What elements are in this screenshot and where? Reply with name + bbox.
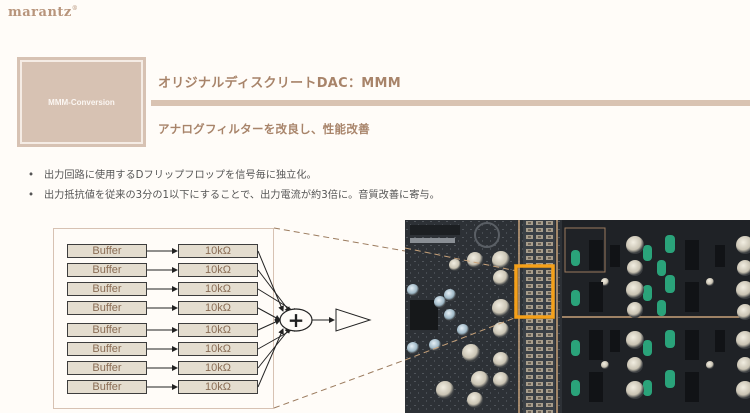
buffer-block: Buffer bbox=[67, 263, 147, 277]
resistor-block: 10kΩ bbox=[178, 263, 258, 277]
resistor-block: 10kΩ bbox=[178, 282, 258, 296]
bullet-text: 出力回路に使用するDフリップフロップを信号毎に独立化。 bbox=[44, 170, 317, 181]
zoom-line-bottom bbox=[273, 359, 406, 409]
section-label-box: MMM-Conversion bbox=[17, 57, 146, 147]
buffer-block: Buffer bbox=[67, 282, 147, 296]
slide-subtitle: アナログフィルターを改良し、性能改善 bbox=[158, 122, 370, 136]
pcb-image bbox=[405, 220, 750, 413]
logo-registered-mark: ® bbox=[71, 5, 79, 12]
buffer-block: Buffer bbox=[67, 342, 147, 356]
highlight-box bbox=[514, 264, 555, 319]
resistor-block: 10kΩ bbox=[178, 342, 258, 356]
buffer-block: Buffer bbox=[67, 301, 147, 315]
zoom-line-top bbox=[273, 227, 406, 252]
bullet-item: • 出力抵抗値を従来の3分の1以下にすることで、出力電流が約3倍に。音質改善に寄… bbox=[28, 186, 440, 206]
marantz-logo: marantz® bbox=[8, 5, 78, 20]
title-divider bbox=[151, 100, 750, 106]
bullet-item: • 出力回路に使用するDフリップフロップを信号毎に独立化。 bbox=[28, 166, 440, 186]
summer-plus-icon: + bbox=[288, 308, 305, 332]
buffer-block: Buffer bbox=[67, 361, 147, 375]
buffer-block: Buffer bbox=[67, 323, 147, 337]
bullet-text: 出力抵抗値を従来の3分の1以下にすることで、出力電流が約3倍に。音質改善に寄与。 bbox=[44, 190, 440, 201]
amplifier-triangle-icon bbox=[335, 308, 372, 332]
circuit-diagram-frame bbox=[53, 228, 274, 409]
slide-title: オリジナルディスクリートDAC：MMM bbox=[158, 76, 401, 91]
bullet-list: • 出力回路に使用するDフリップフロップを信号毎に独立化。 • 出力抵抗値を従来… bbox=[28, 166, 440, 206]
bullet-marker: • bbox=[28, 190, 35, 201]
circuit-board-photo bbox=[405, 220, 750, 413]
buffer-block: Buffer bbox=[67, 244, 147, 258]
bullet-marker: • bbox=[28, 170, 35, 181]
resistor-block: 10kΩ bbox=[178, 361, 258, 375]
resistor-block: 10kΩ bbox=[178, 380, 258, 394]
resistor-block: 10kΩ bbox=[178, 301, 258, 315]
resistor-block: 10kΩ bbox=[178, 244, 258, 258]
buffer-block: Buffer bbox=[67, 380, 147, 394]
logo-text: marantz bbox=[8, 5, 72, 20]
section-label: MMM-Conversion bbox=[20, 60, 143, 144]
summing-junction bbox=[279, 308, 313, 332]
resistor-block: 10kΩ bbox=[178, 323, 258, 337]
